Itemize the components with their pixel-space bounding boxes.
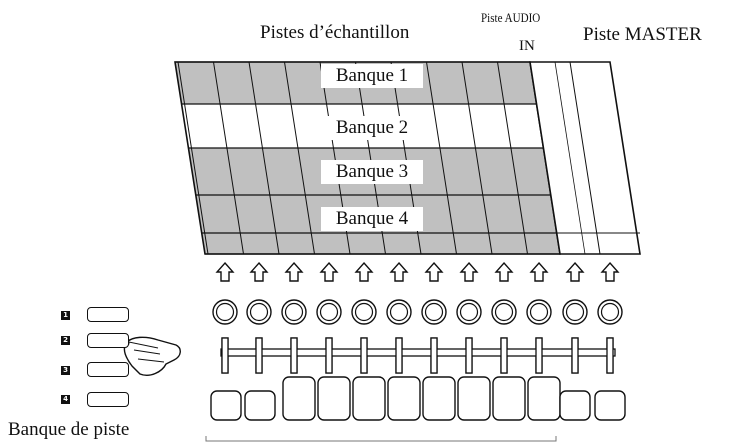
bank-1-label: Banque 1 — [321, 64, 423, 88]
block-front-face — [201, 233, 560, 254]
track-divider — [497, 61, 528, 255]
pad-icon — [210, 390, 242, 421]
up-arrow-icon — [215, 261, 235, 282]
track-bank-button-4[interactable] — [87, 392, 129, 407]
track-divider — [177, 61, 209, 255]
track-bank-button-3[interactable] — [87, 362, 129, 377]
track-bank-button-2[interactable] — [87, 333, 129, 348]
up-arrow-icon — [565, 261, 585, 282]
bank-number-2: 2 — [61, 336, 70, 345]
knob-inner — [600, 302, 620, 322]
bank-number-3: 3 — [61, 366, 70, 375]
track-divider — [248, 61, 280, 255]
pointing-hand-icon — [123, 336, 181, 376]
slider-rail — [220, 348, 616, 357]
knob-inner — [459, 302, 479, 322]
pad-icon — [422, 376, 456, 421]
knob-inner — [529, 302, 549, 322]
audio-in-edge — [554, 61, 586, 255]
knob-inner — [424, 302, 444, 322]
up-arrow-icon — [424, 261, 444, 282]
slider-handle — [255, 337, 263, 374]
knob-inner — [215, 302, 235, 322]
master-track-label: Piste MASTER — [583, 24, 702, 45]
slider-handle — [395, 337, 403, 374]
slider-handle — [500, 337, 508, 374]
pad-icon — [282, 376, 316, 421]
slider-handle — [430, 337, 438, 374]
track-divider — [284, 61, 315, 255]
slider-handle — [465, 337, 473, 374]
pad-icon — [492, 376, 526, 421]
track-bank-button-1[interactable] — [87, 307, 129, 322]
pad-icon — [352, 376, 386, 421]
up-arrow-icon — [319, 261, 339, 282]
track-divider — [426, 61, 457, 255]
pad-icon — [559, 390, 591, 421]
sample-pads-bracket — [205, 436, 557, 442]
slider-handle — [290, 337, 298, 374]
audio-master-divider — [569, 61, 601, 255]
bank-2-label: Banque 2 — [321, 116, 423, 140]
track-bank-label: Banque de piste — [8, 419, 130, 440]
knob-inner — [494, 302, 514, 322]
up-arrow-icon — [529, 261, 549, 282]
up-arrow-icon — [284, 261, 304, 282]
bank-3-label: Banque 3 — [321, 160, 423, 184]
audio-in-track-label: Piste AUDIO — [481, 10, 541, 25]
slider-handle — [606, 337, 614, 374]
pad-icon — [317, 376, 351, 421]
audio-in-track-label-line2: IN — [519, 38, 535, 54]
pad-icon — [244, 390, 276, 421]
slider-handle — [535, 337, 543, 374]
pad-icon — [387, 376, 421, 421]
slider-handle — [571, 337, 579, 374]
up-arrow-icon — [354, 261, 374, 282]
knob-inner — [389, 302, 409, 322]
track-divider — [213, 61, 244, 255]
knob-inner — [249, 302, 269, 322]
bank-4-label: Banque 4 — [321, 207, 423, 231]
pad-icon — [457, 376, 491, 421]
slider-handle — [360, 337, 368, 374]
up-arrow-icon — [600, 261, 620, 282]
sample-tracks-label: Pistes d’échantillon — [260, 22, 410, 43]
knob-inner — [565, 302, 585, 322]
track-divider — [461, 61, 493, 255]
bank-number-4: 4 — [61, 395, 70, 404]
up-arrow-icon — [459, 261, 479, 282]
slider-handle — [325, 337, 333, 374]
pad-icon — [527, 376, 561, 421]
hand-finger-lines — [123, 340, 165, 363]
pad-icon — [594, 390, 626, 421]
slider-handle — [221, 337, 229, 374]
up-arrow-icon — [389, 261, 409, 282]
up-arrow-icon — [249, 261, 269, 282]
knob-inner — [354, 302, 374, 322]
bank-number-1: 1 — [61, 311, 70, 320]
knob-inner — [284, 302, 304, 322]
up-arrow-icon — [494, 261, 514, 282]
knob-inner — [319, 302, 339, 322]
